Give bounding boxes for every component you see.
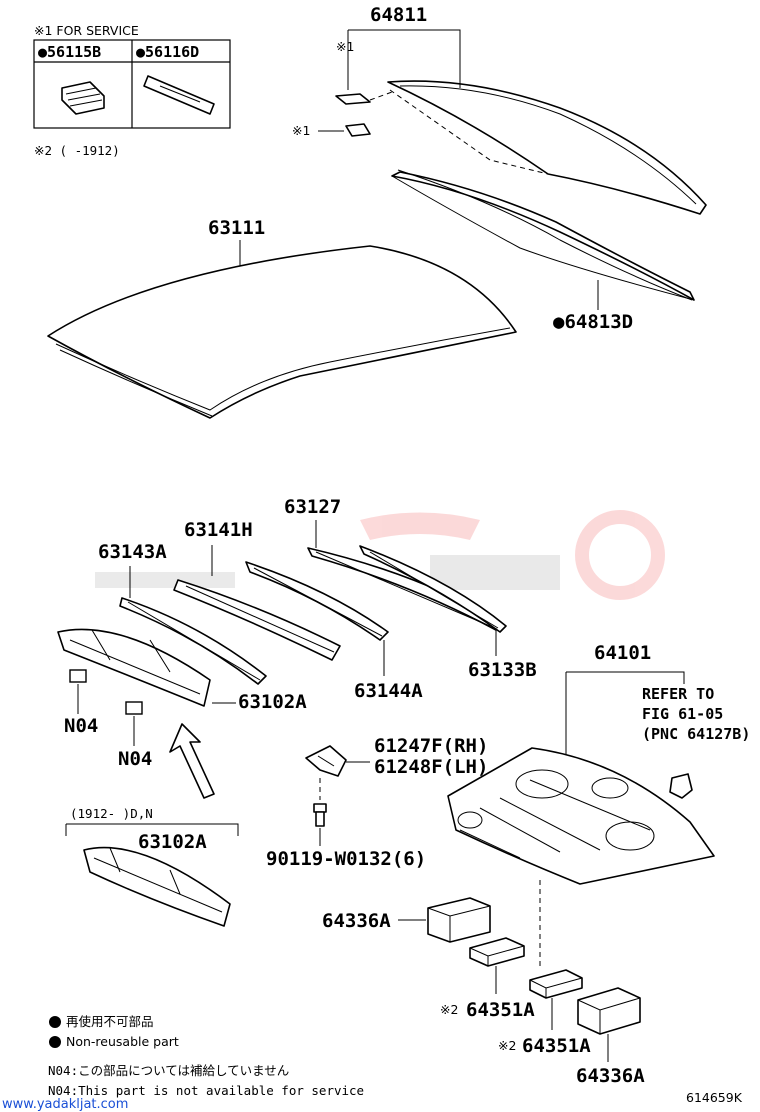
roof-bow-63141h-drawing xyxy=(173,579,341,661)
service-box: ※1 FOR SERVICE ●56115B ●56116D xyxy=(33,23,231,129)
service-part-left: ●56115B xyxy=(38,43,101,61)
roof-panel-drawing xyxy=(47,245,517,419)
clip-56115b-drawing xyxy=(61,81,105,115)
nonreusable-dot-en xyxy=(49,1036,61,1048)
label-63143a: 63143A xyxy=(98,541,167,563)
roof-bow-63143a-drawing xyxy=(119,597,267,685)
label-63102a-top: 63102A xyxy=(238,691,307,713)
label-64101: 64101 xyxy=(594,642,651,664)
bolt-drawing xyxy=(313,803,327,827)
n04-pad-a xyxy=(69,669,87,683)
label-63141h: 63141H xyxy=(184,519,253,541)
glass-clip-upper xyxy=(335,93,371,105)
legend-en-nonreusable: Non-reusable part xyxy=(66,1034,179,1049)
note-range-top: ※2 ( -1912) xyxy=(34,143,120,158)
label-64336a-a: 64336A xyxy=(322,910,391,932)
refer-line2: FIG 61-05 xyxy=(642,705,723,723)
label-63102a-bottom: 63102A xyxy=(138,831,207,853)
label-63111: 63111 xyxy=(208,217,265,239)
label-61247f: 61247F(RH) xyxy=(374,735,488,757)
figure-code: 614659K xyxy=(686,1090,743,1105)
label-64336a-b: 64336A xyxy=(576,1065,645,1087)
pad-64351a-lower xyxy=(529,969,583,999)
mark2-b: ※2 xyxy=(498,1038,516,1053)
legend-jp-nonreusable: 再使用不可部品 xyxy=(66,1014,154,1029)
n04-pad-b xyxy=(125,701,143,715)
mark1-clip: ※1 xyxy=(292,123,310,138)
service-header: ※1 FOR SERVICE xyxy=(34,23,139,38)
label-64813d: ●64813D xyxy=(553,311,633,333)
label-64351a-a: 64351A xyxy=(466,999,535,1021)
label-63133b: 63133B xyxy=(468,659,537,681)
label-90119: 90119-W0132(6) xyxy=(266,848,426,870)
note-range-bottom: (1912- )D,N xyxy=(70,806,153,821)
arrow-up xyxy=(169,723,215,799)
refer-line1: REFER TO xyxy=(642,685,714,703)
label-64811: 64811 xyxy=(370,4,427,26)
glass-clip-lower xyxy=(345,123,371,137)
roof-bow-63133b-drawing xyxy=(359,545,507,633)
weatherstrip-drawing xyxy=(391,169,695,301)
clip-64127b xyxy=(669,773,693,799)
label-n04-b: N04 xyxy=(118,748,152,770)
seal-56116d-drawing xyxy=(143,75,215,115)
legend-jp-n04: N04:この部品については補給していません xyxy=(48,1063,289,1078)
label-64351a-b: 64351A xyxy=(522,1035,591,1057)
mark1-top: ※1 xyxy=(336,39,354,54)
label-n04-a: N04 xyxy=(64,715,98,737)
pad-64336a-upper xyxy=(427,897,491,943)
watermark-url: www.yadakljat.com xyxy=(2,1097,128,1112)
roof-bow-63144a-drawing xyxy=(245,561,389,641)
pad-64351a-upper xyxy=(469,937,525,967)
package-tray-drawing xyxy=(447,747,715,885)
nonreusable-dot-jp xyxy=(49,1016,61,1028)
refer-line3: (PNC 64127B) xyxy=(642,725,750,743)
front-header-panel-alt-drawing xyxy=(83,846,231,927)
back-window-glass-drawing xyxy=(387,80,707,215)
label-63144a: 63144A xyxy=(354,680,423,702)
label-63127: 63127 xyxy=(284,496,341,518)
pad-64336a-lower xyxy=(577,987,641,1035)
front-header-panel-drawing xyxy=(57,628,211,707)
mark2-a: ※2 xyxy=(440,1002,458,1017)
bracket-drawing xyxy=(305,745,347,777)
service-part-right: ●56116D xyxy=(136,43,199,61)
label-61248f: 61248F(LH) xyxy=(374,756,488,778)
legend-en-n04: N04:This part is not available for servi… xyxy=(48,1083,364,1098)
